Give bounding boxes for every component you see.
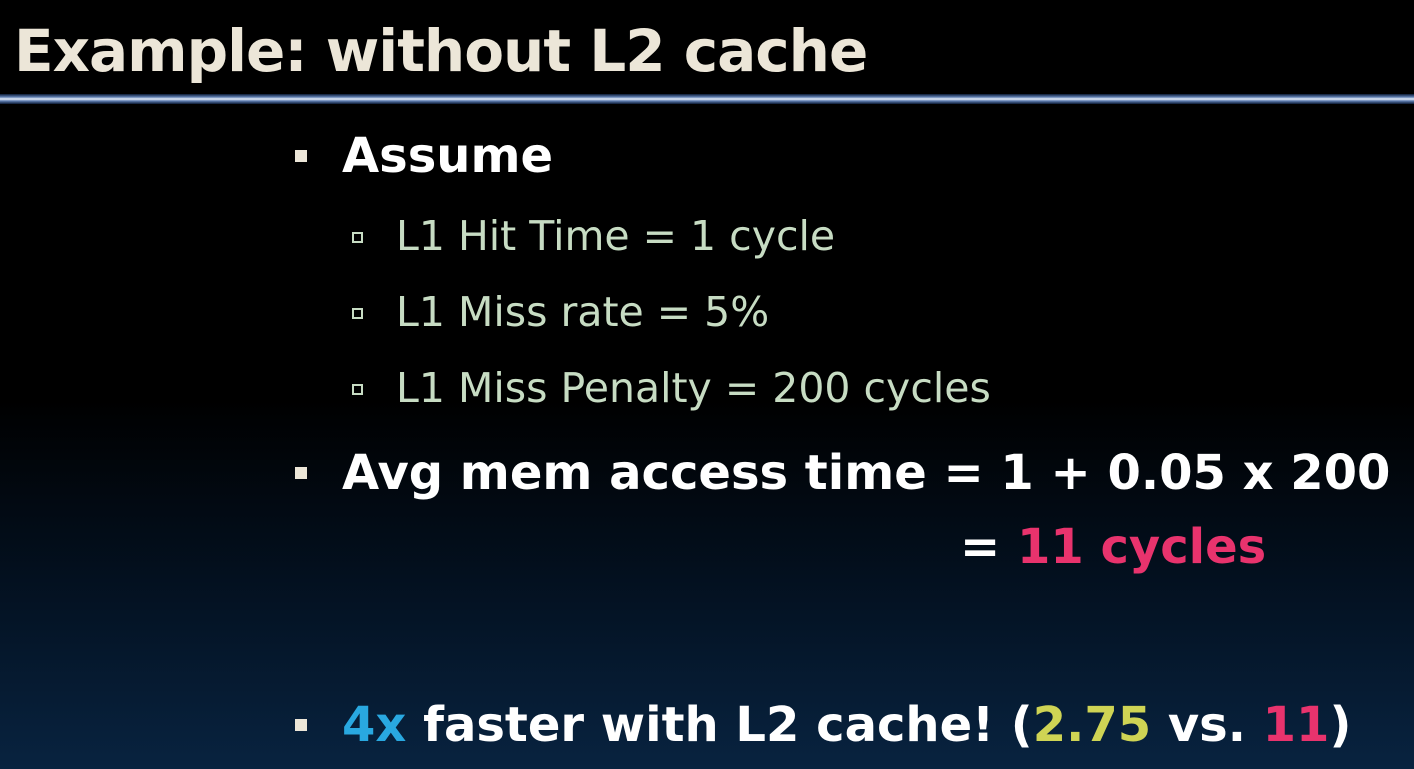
formula-equals: = — [960, 519, 1017, 575]
conclusion-line: 4x faster with L2 cache! (2.75 vs. 11) — [342, 695, 1351, 755]
title-divider — [0, 94, 1414, 104]
speedup-value: 4x — [342, 697, 407, 753]
sub-item-miss-rate: L1 Miss rate = 5% — [396, 288, 770, 336]
formula-line: Avg mem access time = 1 + 0.05 x 200 — [342, 445, 1391, 501]
sub-bullet-icon — [352, 232, 363, 243]
bullet-square-icon — [295, 719, 307, 731]
no-l2-time-value: 11 — [1262, 697, 1330, 753]
conclusion-vs: vs. — [1151, 697, 1263, 753]
conclusion-close-paren: ) — [1329, 697, 1352, 753]
l2-time-value: 2.75 — [1032, 697, 1152, 753]
sub-item-hit-time: L1 Hit Time = 1 cycle — [396, 212, 836, 260]
sub-bullet-icon — [352, 384, 363, 395]
formula-result: = 11 cycles — [960, 517, 1266, 577]
bullet-square-icon — [295, 150, 307, 162]
assume-label: Assume — [342, 128, 554, 184]
sub-item-miss-penalty: L1 Miss Penalty = 200 cycles — [396, 364, 991, 412]
bullet-square-icon — [295, 467, 307, 479]
slide-title: Example: without L2 cache — [14, 17, 868, 85]
conclusion-text: faster with L2 cache! ( — [406, 697, 1033, 753]
sub-bullet-icon — [352, 308, 363, 319]
formula-result-value: 11 cycles — [1016, 519, 1267, 575]
